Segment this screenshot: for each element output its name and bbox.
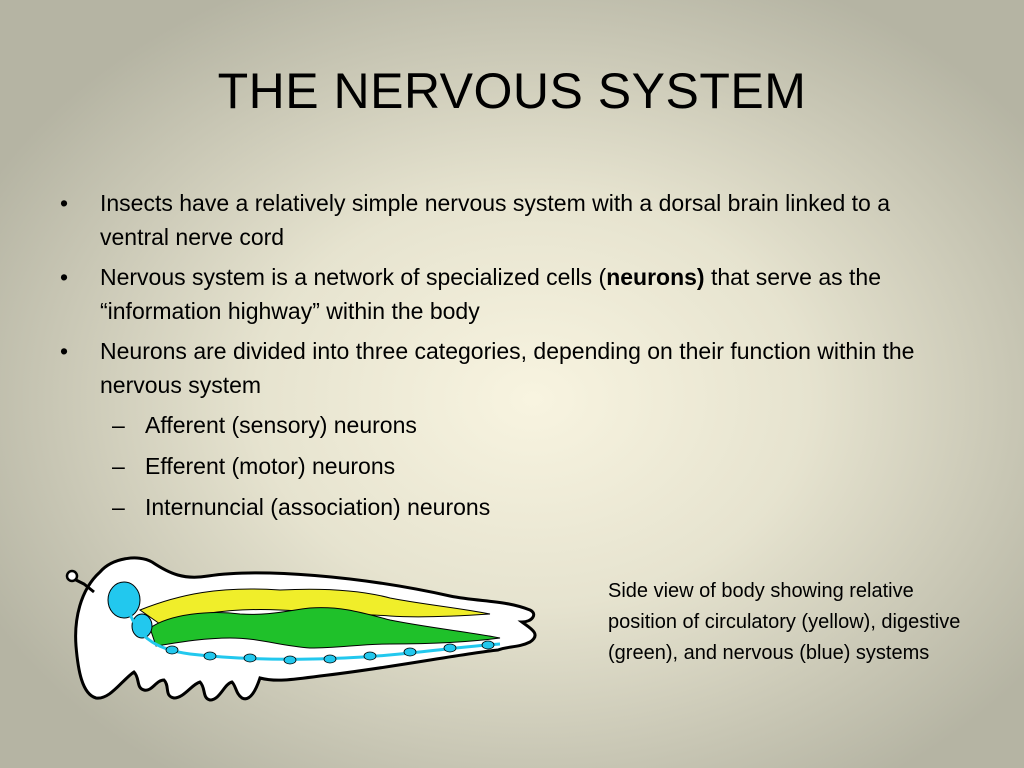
nervous-system-ganglion bbox=[243, 653, 257, 663]
bullet-bold-term: neurons) bbox=[606, 264, 705, 290]
bullet-text: Insects have a relatively simple nervous… bbox=[100, 190, 891, 250]
nervous-system-brain bbox=[107, 581, 141, 619]
circulatory-system bbox=[138, 588, 491, 625]
bullet-text-after: that serve as the “information highway” … bbox=[100, 264, 882, 324]
bullet-item: • Nervous system is a network of special… bbox=[60, 260, 960, 328]
nervous-system-ganglion bbox=[283, 655, 297, 665]
bullet-text-before: Nervous system is a network of specializ… bbox=[100, 264, 607, 290]
sub-item: –Efferent (motor) neurons bbox=[60, 449, 960, 483]
bullet-text: Neurons are divided into three categorie… bbox=[100, 338, 915, 398]
nervous-system-ganglion bbox=[443, 643, 457, 653]
sub-list-container: –Afferent (sensory) neurons –Efferent (m… bbox=[60, 408, 960, 524]
bullet-glyph: • bbox=[60, 338, 69, 364]
nervous-system-ganglion bbox=[363, 651, 377, 661]
sub-item: –Internuncial (association) neurons bbox=[60, 490, 960, 524]
nervous-system-ganglion bbox=[165, 645, 179, 655]
dash-glyph: – bbox=[112, 494, 125, 520]
nervous-system-ganglion bbox=[481, 640, 495, 650]
antenna-tip bbox=[65, 569, 79, 583]
sub-list: –Afferent (sensory) neurons –Efferent (m… bbox=[60, 408, 960, 524]
sub-item-text: Efferent (motor) neurons bbox=[145, 453, 396, 479]
bullet-glyph: • bbox=[60, 190, 69, 216]
digestive-system bbox=[149, 607, 501, 649]
sub-item-text: Afferent (sensory) neurons bbox=[145, 412, 417, 438]
nervous-system-ganglion bbox=[203, 651, 217, 661]
nervous-system-ganglion bbox=[131, 613, 153, 639]
bullet-item: • Neurons are divided into three categor… bbox=[60, 334, 960, 402]
sub-item: –Afferent (sensory) neurons bbox=[60, 408, 960, 442]
dash-glyph: – bbox=[112, 453, 125, 479]
slide-title: THE NERVOUS SYSTEM bbox=[217, 63, 807, 119]
nervous-system-ganglion bbox=[323, 654, 337, 664]
dash-glyph: – bbox=[112, 412, 125, 438]
bullet-item: • Insects have a relatively simple nervo… bbox=[60, 186, 960, 254]
nervous-system-ganglia bbox=[165, 640, 495, 665]
diagram-caption: Side view of body showing relative posit… bbox=[608, 580, 961, 664]
bullet-list: • Insects have a relatively simple nervo… bbox=[60, 186, 960, 531]
sub-item-text: Internuncial (association) neurons bbox=[145, 494, 491, 520]
nervous-system-ganglion bbox=[403, 647, 417, 657]
bullet-glyph: • bbox=[60, 264, 69, 290]
insect-body-diagram bbox=[65, 556, 537, 702]
